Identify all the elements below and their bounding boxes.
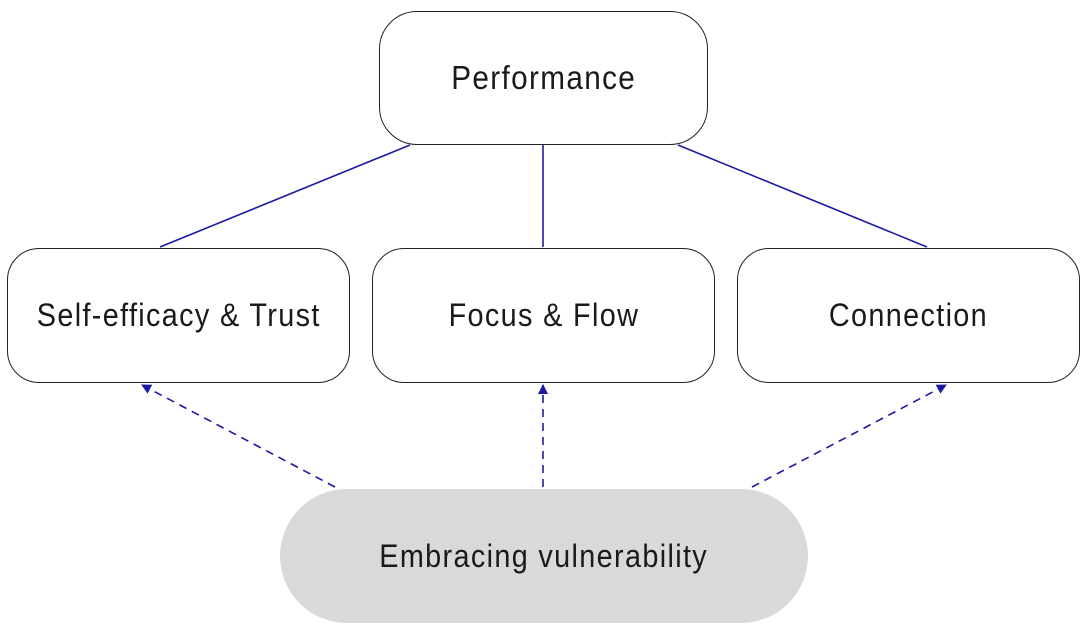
arrow-vulnerability-self-efficacy bbox=[141, 384, 336, 488]
node-embracing-vulnerability-label: Embracing vulnerability bbox=[379, 537, 709, 574]
node-connection-label: Connection bbox=[828, 297, 989, 333]
node-focus-flow: Focus & Flow bbox=[372, 248, 715, 383]
node-focus-flow-label: Focus & Flow bbox=[448, 297, 639, 333]
edge-performance-connection bbox=[677, 144, 928, 248]
node-connection: Connection bbox=[737, 248, 1080, 383]
node-embracing-vulnerability: Embracing vulnerability bbox=[280, 489, 808, 623]
arrow-vulnerability-connection bbox=[751, 384, 947, 488]
node-self-efficacy-trust: Self-efficacy & Trust bbox=[7, 248, 350, 383]
node-performance: Performance bbox=[379, 11, 708, 145]
node-performance-label: Performance bbox=[451, 59, 636, 96]
edge-performance-self-efficacy bbox=[159, 144, 411, 248]
node-self-efficacy-trust-label: Self-efficacy & Trust bbox=[36, 297, 321, 333]
